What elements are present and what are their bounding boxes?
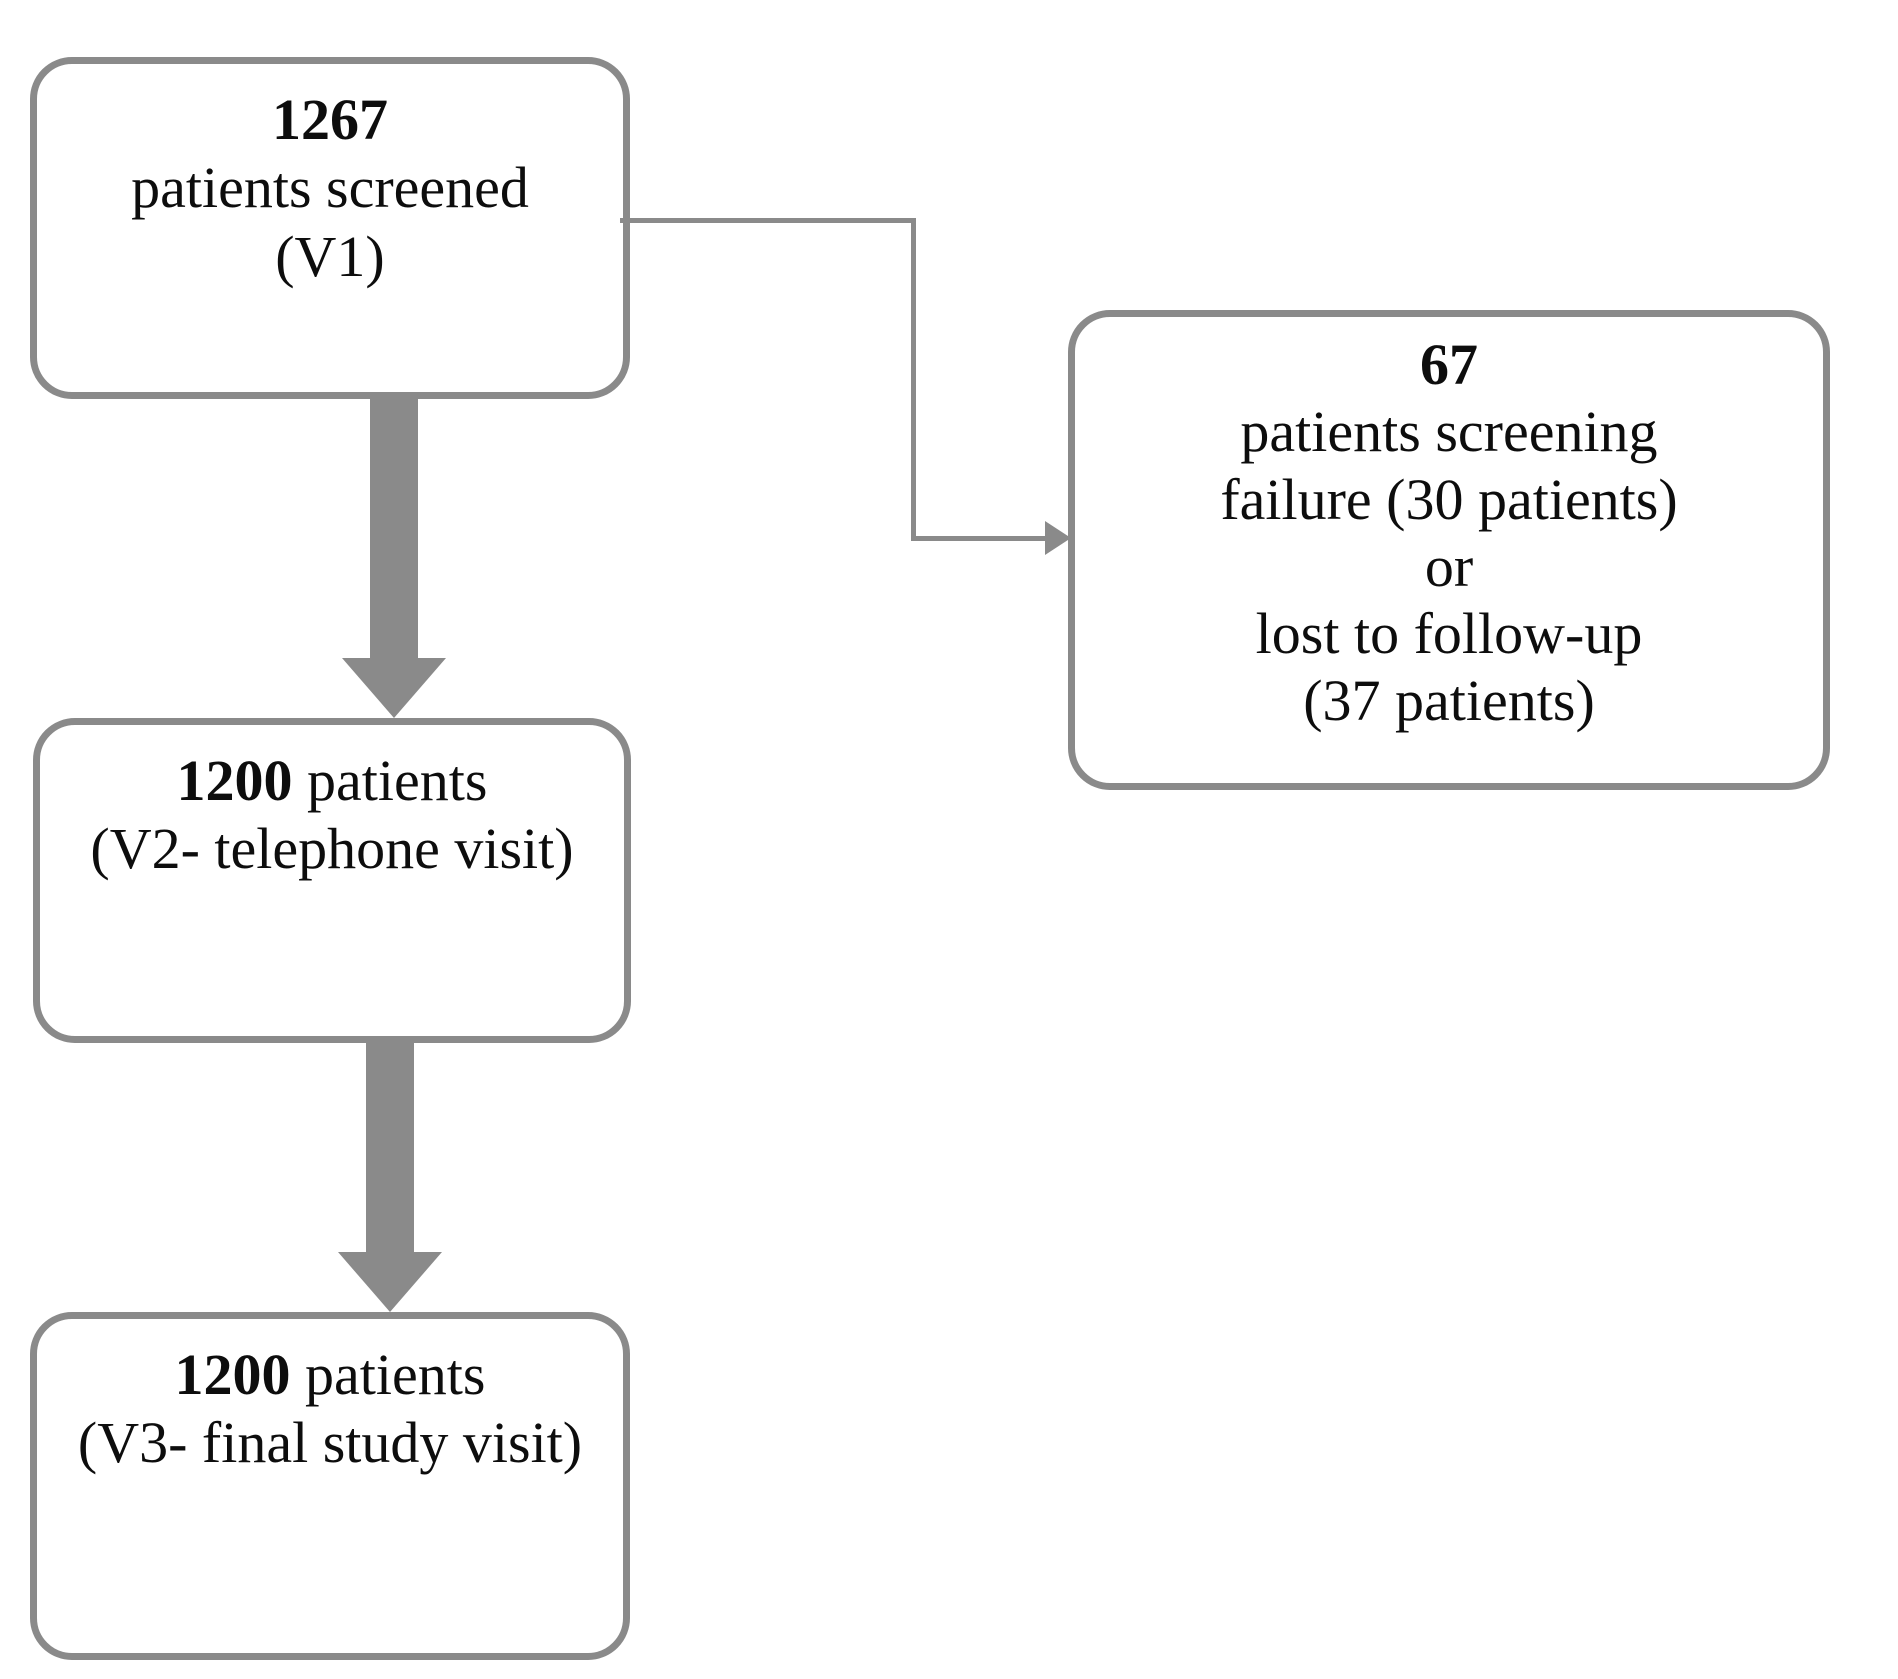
block-arrow-screened-to-v2	[342, 396, 446, 718]
excluded-line-3: failure (30 patients)	[1220, 466, 1678, 532]
connector-segment-vertical	[911, 218, 916, 541]
node-patients-screened: 1267 patients screened (V1)	[30, 57, 630, 399]
screened-label: patients screened	[131, 155, 529, 221]
node-v3-final-study-visit: 1200 patients (V3- final study visit)	[30, 1312, 630, 1660]
v2-count-line: 1200 patients	[40, 747, 624, 815]
v3-count-suffix: patients	[290, 1342, 486, 1407]
block-arrow-head-icon	[342, 658, 446, 718]
connector-arrowhead-icon	[1045, 521, 1071, 555]
node-excluded-patients: 67 patients screening failure (30 patien…	[1068, 310, 1830, 790]
screened-count: 1267	[272, 87, 388, 152]
v2-count: 1200	[176, 748, 293, 813]
node-v3-text: 1200 patients (V3- final study visit)	[37, 1319, 623, 1478]
screened-visit-code: (V1)	[275, 223, 385, 289]
v2-count-suffix: patients	[292, 748, 488, 813]
connector-segment-horizontal-bottom	[911, 536, 1051, 541]
excluded-line-2: patients screening	[1240, 399, 1658, 465]
block-arrow-shaft	[366, 1040, 414, 1255]
excluded-count: 67	[1420, 332, 1478, 397]
block-arrow-head-icon	[338, 1252, 442, 1312]
excluded-line-5: lost to follow-up	[1255, 601, 1643, 667]
node-patients-screened-text: 1267 patients screened (V1)	[37, 64, 623, 291]
block-arrow-shaft	[370, 396, 418, 661]
v3-count-line: 1200 patients	[37, 1341, 623, 1409]
v3-visit-label: (V3- final study visit)	[77, 1410, 583, 1476]
block-arrow-v2-to-v3	[338, 1040, 442, 1314]
v3-count: 1200	[174, 1342, 291, 1407]
excluded-line-4: or	[1424, 533, 1474, 599]
node-v2-telephone-visit: 1200 patients (V2- telephone visit)	[33, 718, 631, 1043]
node-v2-text: 1200 patients (V2- telephone visit)	[40, 725, 624, 884]
connector-segment-horizontal-top	[620, 218, 916, 223]
excluded-line-6: (37 patients)	[1303, 668, 1595, 734]
v2-visit-label: (V2- telephone visit)	[90, 816, 574, 882]
node-excluded-patients-text: 67 patients screening failure (30 patien…	[1075, 317, 1823, 735]
